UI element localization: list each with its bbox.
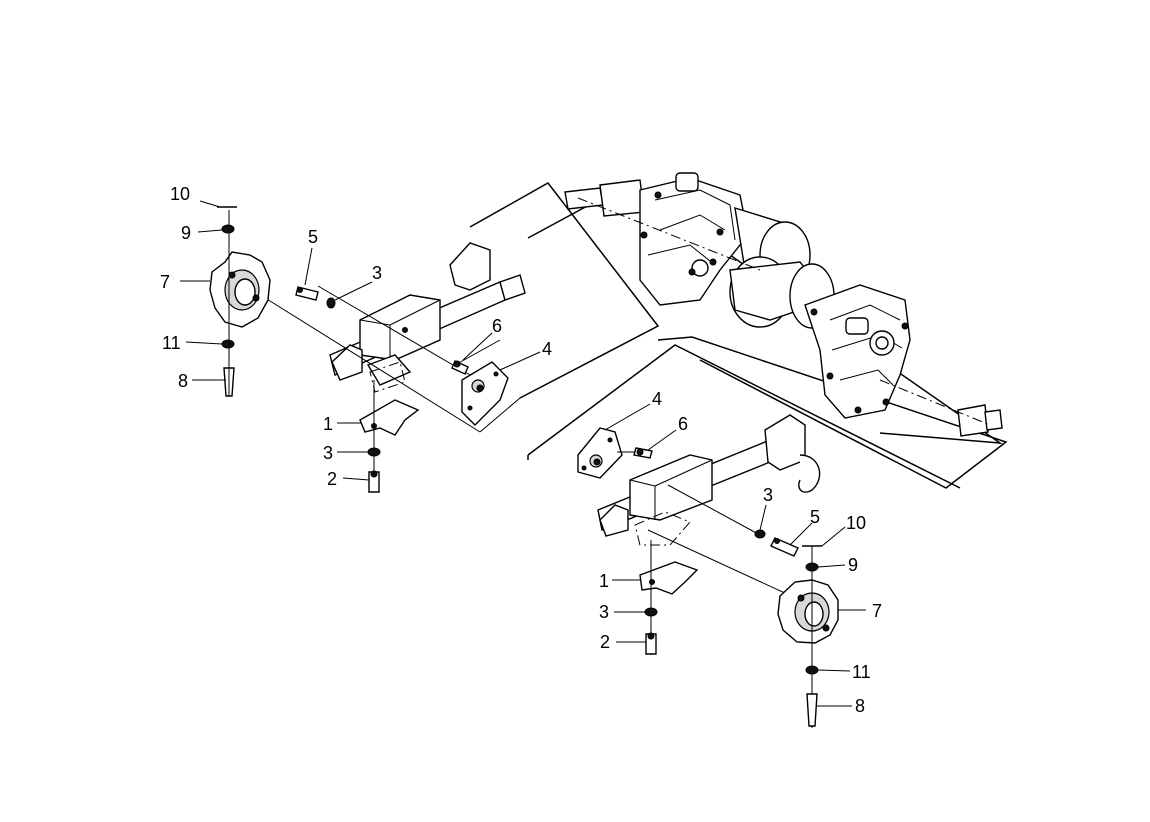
callout-right-9: 9 <box>848 555 858 575</box>
callout-left-6: 6 <box>492 316 502 336</box>
gearbox-left <box>639 177 749 306</box>
clamp-right <box>639 561 699 595</box>
callout-right-2: 2 <box>600 632 610 652</box>
callout-left-10: 10 <box>170 184 190 204</box>
callouts-right: 4 6 3 5 10 9 1 7 3 2 11 8 <box>599 389 882 716</box>
callout-right-11: 11 <box>852 662 871 682</box>
left-frame-assembly <box>209 206 526 493</box>
callout-right-3a: 3 <box>763 485 773 505</box>
callout-left-7: 7 <box>160 272 170 292</box>
callout-left-3b: 3 <box>323 443 333 463</box>
callout-right-1: 1 <box>599 571 609 591</box>
bracket-plate-right <box>577 427 623 479</box>
callout-right-5: 5 <box>810 507 820 527</box>
callout-left-5: 5 <box>308 227 318 247</box>
callout-right-10: 10 <box>846 513 866 533</box>
detail-frame-lower <box>657 336 1008 489</box>
sprocket-right <box>777 579 839 644</box>
callout-left-4: 4 <box>542 339 552 359</box>
right-frame-assembly <box>527 344 961 728</box>
sprocket-left <box>209 251 271 328</box>
callout-right-4: 4 <box>652 389 662 409</box>
callout-left-2: 2 <box>327 469 337 489</box>
callout-left-1: 1 <box>323 414 333 434</box>
callout-right-6: 6 <box>678 414 688 434</box>
callout-right-8: 8 <box>855 696 865 716</box>
callout-left-9: 9 <box>181 223 191 243</box>
detail-frame-upper <box>469 182 660 399</box>
callout-left-3a: 3 <box>372 263 382 283</box>
leader-lines <box>180 200 866 707</box>
callout-right-3b: 3 <box>599 602 609 622</box>
callout-left-11: 11 <box>162 333 181 353</box>
callout-right-7: 7 <box>872 601 882 621</box>
gearbox-right <box>804 284 911 419</box>
mounting-block-right <box>629 454 713 521</box>
axle-gearbox-assembly <box>469 172 1008 489</box>
clamp-left <box>359 399 420 436</box>
bracket-plate-left <box>461 361 509 426</box>
callout-left-8: 8 <box>178 371 188 391</box>
callouts-left: 10 9 7 11 8 5 3 6 4 1 3 2 <box>160 184 552 489</box>
